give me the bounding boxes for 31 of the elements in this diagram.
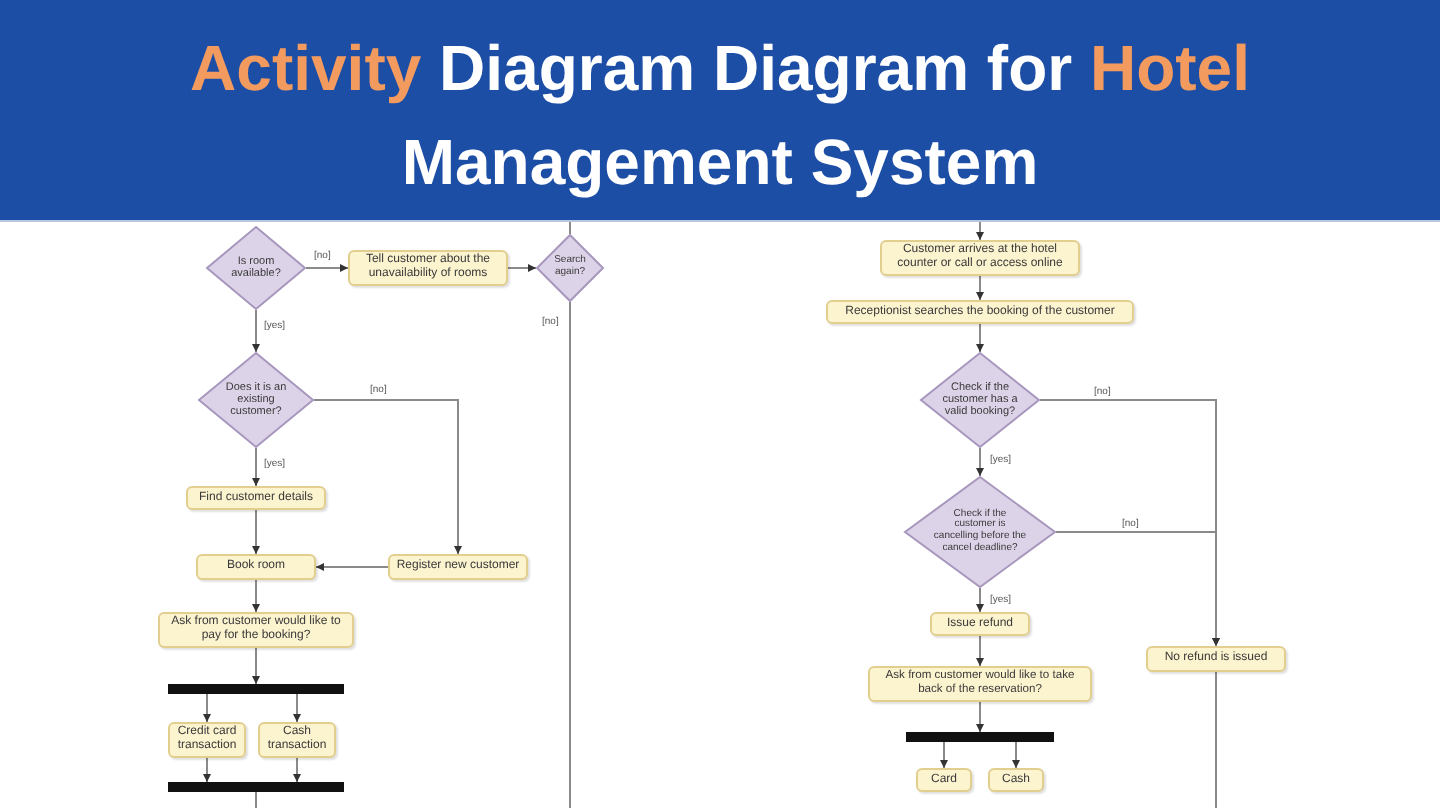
flow-arrow	[976, 701, 984, 733]
flow-arrow	[313, 399, 462, 555]
flow-line	[1215, 671, 1217, 808]
flow-arrow	[976, 447, 984, 477]
flow-line	[569, 221, 571, 235]
flow-arrow	[305, 264, 349, 272]
flow-arrow	[507, 264, 537, 272]
sync-bar	[168, 684, 344, 694]
flow-arrow	[976, 221, 984, 241]
flow-arrow	[976, 635, 984, 667]
flow-arrow	[252, 647, 260, 685]
flow-arrow	[1055, 531, 1220, 647]
flow-arrow	[252, 447, 260, 487]
flow-line	[255, 791, 257, 808]
flow-arrow	[1012, 741, 1020, 769]
sync-bar	[168, 782, 344, 792]
sync-bar	[906, 732, 1054, 742]
flow-arrow	[293, 693, 301, 723]
flow-arrow	[293, 757, 301, 783]
flow-arrow	[252, 309, 260, 353]
flow-line	[569, 301, 571, 808]
flow-arrow	[203, 693, 211, 723]
flow-arrow	[252, 509, 260, 555]
diagram-title: Activity Diagram Diagram for Hotel Management System	[188, 30, 1252, 202]
flow-arrow	[976, 275, 984, 301]
flow-arrow	[203, 757, 211, 783]
flow-arrow	[252, 579, 260, 613]
flow-arrow	[940, 741, 948, 769]
flow-arrow	[976, 587, 984, 613]
flow-arrow	[315, 563, 389, 571]
flow-arrow	[976, 323, 984, 353]
